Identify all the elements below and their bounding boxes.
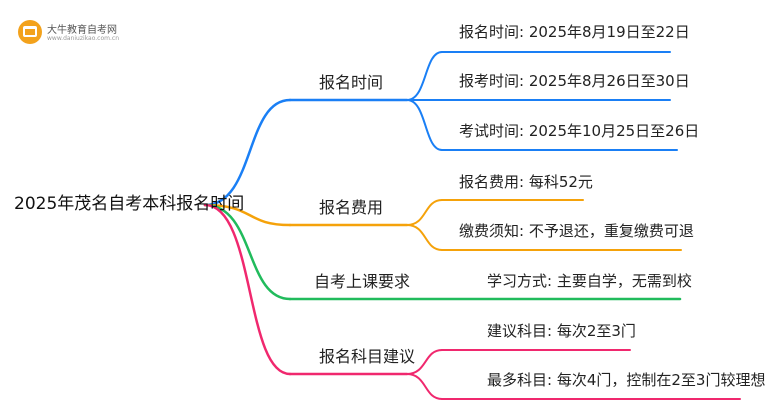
- connector-root-to-subject-advice: [203, 203, 292, 376]
- book-icon: [18, 20, 42, 44]
- connector-root-to-registration-time: [203, 98, 292, 207]
- leaf-fee-amount: 报名费用: 每科52元: [459, 173, 593, 191]
- connector-registration-fee-leaf-2: [406, 224, 443, 251]
- connector-registration-time-leaf-1: [406, 51, 443, 101]
- branch-label-registration-fee: 报名费用: [319, 198, 384, 217]
- connector-subject-advice-leaf-1: [406, 349, 443, 375]
- connector-registration-time-leaf-3: [406, 99, 443, 151]
- branch-label-registration-time: 报名时间: [319, 73, 384, 92]
- leaf-application-period: 报考时间: 2025年8月26日至30日: [459, 72, 690, 90]
- connector-root-to-class-requirement: [203, 203, 292, 301]
- root-node-label: 2025年茂名自考本科报名时间: [14, 194, 245, 214]
- leaf-registration-period: 报名时间: 2025年8月19日至22日: [459, 23, 690, 41]
- leaf-fee-notice: 缴费须知: 不予退还，重复缴费可退: [459, 222, 694, 240]
- branch-label-class-requirement: 自考上课要求: [314, 272, 411, 291]
- branch-label-subject-advice: 报名科目建议: [319, 347, 416, 366]
- leaf-suggested-subjects: 建议科目: 每次2至3门: [487, 322, 636, 340]
- leaf-max-subjects: 最多科目: 每次4门，控制在2至3门较理想: [487, 371, 765, 389]
- leaf-exam-dates: 考试时间: 2025年10月25日至26日: [459, 122, 700, 140]
- connector-subject-advice-leaf-2: [406, 373, 443, 400]
- watermark-logo: 大牛教育自考网 www.daniuzikao.com.cn: [18, 16, 136, 48]
- leaf-study-mode: 学习方式: 主要自学，无需到校: [487, 272, 692, 290]
- connector-registration-fee-leaf-1: [406, 199, 443, 226]
- watermark-name: 大牛教育自考网: [47, 25, 117, 36]
- watermark-url: www.daniuzikao.com.cn: [47, 35, 119, 42]
- connector-root-to-registration-fee: [203, 203, 292, 227]
